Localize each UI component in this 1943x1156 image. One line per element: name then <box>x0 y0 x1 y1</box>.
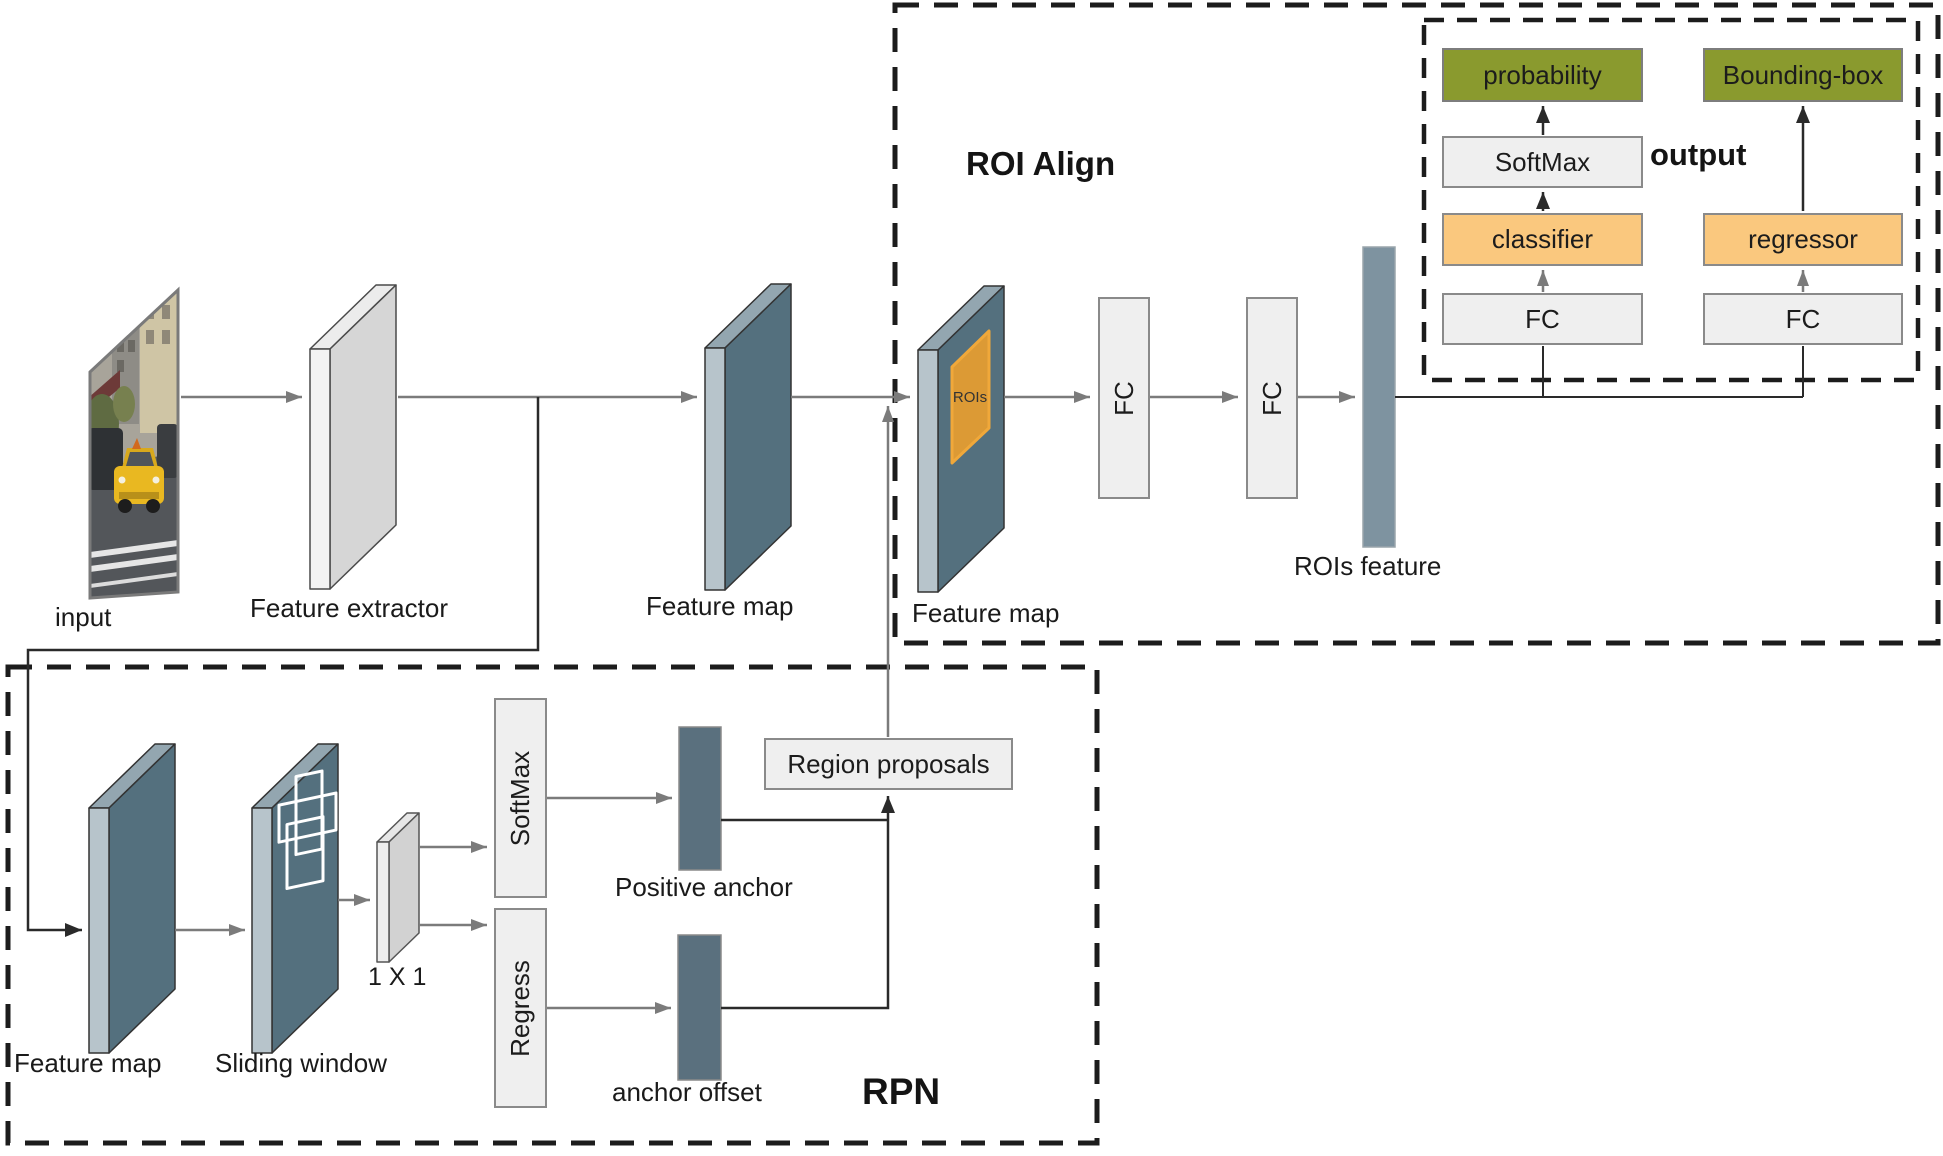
one-by-one-label: 1 X 1 <box>368 963 427 991</box>
probability-label: probability <box>1483 59 1602 90</box>
roi-align-title: ROI Align <box>966 145 1116 182</box>
rois-text: ROIs <box>953 389 987 406</box>
classifier-label: classifier <box>1491 224 1594 254</box>
bounding-box-box: Bounding-box <box>1703 48 1903 102</box>
connectors-dark <box>26 106 1810 1010</box>
fc1-box: FC <box>1098 297 1150 499</box>
region-proposals-box: Region proposals <box>764 738 1013 790</box>
bounding-box-label: Bounding-box <box>1722 59 1884 90</box>
positive-anchor-bar <box>678 726 722 871</box>
rpn-feature-map-slab <box>88 743 176 1054</box>
connectors-gray <box>175 270 1809 1014</box>
rpn-frame <box>5 664 1100 1146</box>
input-label: input <box>55 602 112 632</box>
feature-extractor-label: Feature extractor <box>250 593 448 623</box>
one-by-one-conv-slab <box>376 812 420 963</box>
sliding-window-slab <box>251 743 339 1054</box>
region-proposals-label: Region proposals <box>787 748 990 779</box>
rpn-title: RPN <box>862 1071 941 1112</box>
fc2-label: FC <box>1256 380 1287 416</box>
softmax-rpn-box: SoftMax <box>494 698 547 898</box>
feature-map-roi-label: Feature map <box>912 598 1060 628</box>
feature-map-main-label: Feature map <box>646 591 794 621</box>
fc2-box: FC <box>1246 297 1298 499</box>
sliding-window-label: Sliding window <box>215 1048 387 1078</box>
roi-align-frame <box>892 2 1941 646</box>
feature-map-slab <box>704 283 792 591</box>
softmax-output-label: SoftMax <box>1494 146 1591 177</box>
regress-box: Regress <box>494 908 547 1108</box>
positive-anchor-label: Positive anchor <box>615 872 793 902</box>
feature-map-rpn-label: Feature map <box>14 1048 162 1078</box>
feature-extractor-slab <box>309 284 397 590</box>
regress-label: Regress <box>505 959 536 1057</box>
fc-output-right-box: FC <box>1703 293 1903 345</box>
classifier-box: classifier <box>1442 213 1643 266</box>
softmax-rpn-label: SoftMax <box>505 750 535 846</box>
regressor-box: regressor <box>1703 213 1903 266</box>
fc-output-right-label: FC <box>1785 303 1821 334</box>
output-title: output <box>1650 137 1747 172</box>
anchor-boxes-icon <box>277 769 338 890</box>
fc-output-left-box: FC <box>1442 293 1643 345</box>
anchor-offset-label: anchor offset <box>612 1077 762 1107</box>
softmax-output-box: SoftMax <box>1442 136 1643 188</box>
rois-feature-bar <box>1362 246 1396 548</box>
regressor-label: regressor <box>1748 224 1858 254</box>
roi-feature-map-slab: ROIs <box>917 285 1005 593</box>
fc1-label: FC <box>1108 380 1139 416</box>
input-image <box>88 286 180 600</box>
rois-region <box>950 329 991 465</box>
rois-feature-label: ROIs feature <box>1294 551 1442 581</box>
anchor-offset-bar <box>677 934 722 1081</box>
output-frame <box>1421 17 1921 383</box>
fc-output-left-label: FC <box>1525 303 1560 334</box>
probability-box: probability <box>1442 48 1643 102</box>
